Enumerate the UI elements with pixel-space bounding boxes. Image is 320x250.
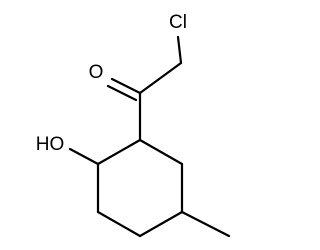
chlorine-atom-label: Cl <box>169 12 187 33</box>
bond-methyl <box>180 210 231 238</box>
bond-ring-c5-c4 <box>138 210 184 238</box>
molecule-structure: Cl O HO <box>36 12 231 238</box>
bond-hydroxyl <box>68 147 100 166</box>
carbonyl-oxygen-label: O <box>89 62 104 83</box>
bond-ch2-carbonyl <box>138 61 183 95</box>
bond-ring-c4-c3 <box>96 210 142 238</box>
bond-carbonyl-oxygen-a <box>110 77 142 95</box>
bond-ring-c2-c1 <box>96 138 142 166</box>
bond-carbonyl-oxygen-b <box>106 84 138 102</box>
atom-labels: Cl O HO <box>36 12 187 155</box>
bond-ring-c1-c6 <box>138 138 184 166</box>
structure-canvas: Cl O HO <box>35 12 231 238</box>
bond-cl-ch2 <box>176 35 183 65</box>
hydroxyl-group-label: HO <box>36 134 65 155</box>
bonds <box>68 35 231 238</box>
